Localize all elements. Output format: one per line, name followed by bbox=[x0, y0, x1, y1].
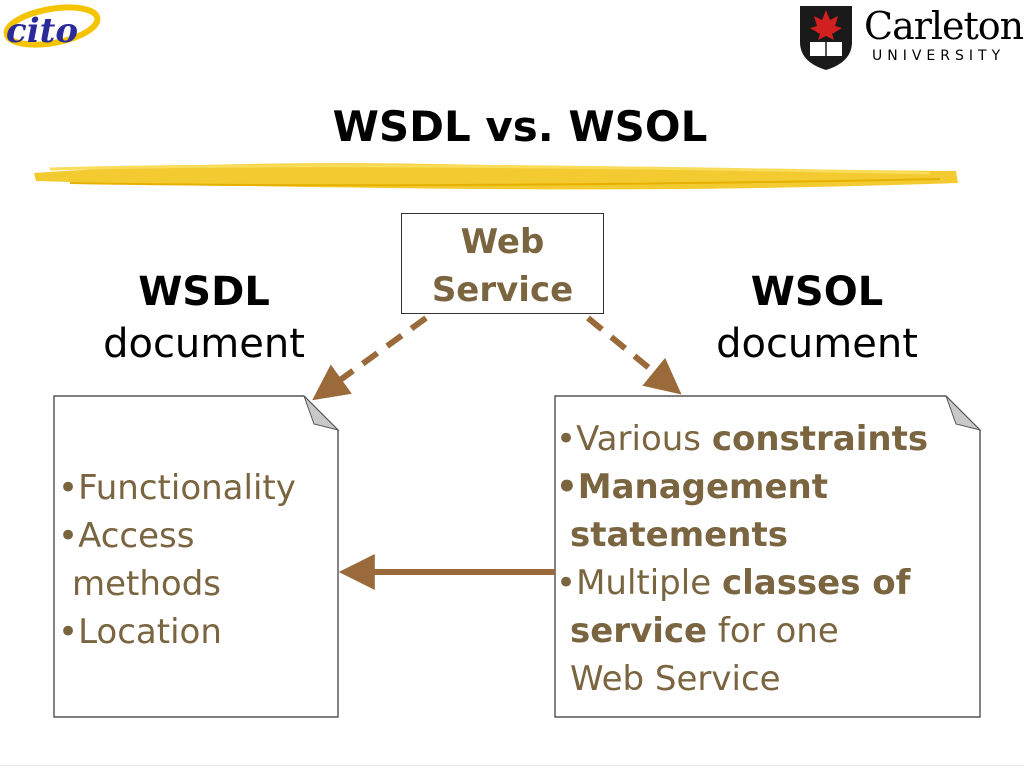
arrow-to-wsdl bbox=[312, 315, 428, 401]
list-item: •Access bbox=[58, 516, 195, 556]
carleton-logo: Carleton UNIVERSITY bbox=[796, 2, 1024, 74]
wsdl-document-label: WSDL document bbox=[90, 266, 318, 370]
title-highlight-stroke bbox=[34, 163, 958, 190]
wsol-document-label: WSOL document bbox=[706, 266, 928, 370]
wsol-document-shape bbox=[554, 395, 981, 718]
list-item: •Management bbox=[556, 467, 829, 507]
footer-divider bbox=[0, 765, 1024, 766]
cito-logo: cito bbox=[3, 4, 101, 51]
wsdl-document-shape bbox=[53, 395, 339, 718]
list-item: •Multiple classes of bbox=[556, 563, 911, 603]
web-service-line2: Service bbox=[431, 270, 574, 310]
wsol-label-normal: document bbox=[716, 321, 918, 367]
list-item: •Various constraints bbox=[556, 419, 929, 459]
arrow-to-wsol bbox=[586, 315, 682, 395]
carleton-subtitle: UNIVERSITY bbox=[872, 48, 1006, 64]
wsol-label-strong: WSOL bbox=[750, 269, 884, 315]
wsdl-document-fold bbox=[303, 395, 340, 431]
crest-icon bbox=[800, 6, 852, 70]
web-service-box: Web Service bbox=[401, 213, 604, 314]
list-item-continuation: Web Service bbox=[570, 659, 781, 699]
list-item-continuation: statements bbox=[570, 515, 788, 555]
wsol-document-fold bbox=[945, 395, 982, 431]
wsdl-document-content: •Functionality •Access methods •Location bbox=[58, 464, 328, 656]
wsdl-label-strong: WSDL bbox=[138, 269, 270, 315]
cito-logo-text: cito bbox=[6, 11, 78, 51]
wsdl-label-normal: document bbox=[103, 321, 305, 367]
web-service-line1: Web bbox=[460, 222, 545, 262]
slide-title: WSDL vs. WSOL bbox=[332, 102, 708, 151]
list-item-continuation: methods bbox=[72, 564, 222, 604]
list-item-continuation: service for one bbox=[570, 611, 839, 651]
list-item: •Location bbox=[58, 612, 222, 652]
carleton-name: Carleton bbox=[864, 4, 1024, 48]
list-item: •Functionality bbox=[58, 468, 296, 508]
wsol-document-content: •Various constraints •Management stateme… bbox=[556, 415, 976, 703]
